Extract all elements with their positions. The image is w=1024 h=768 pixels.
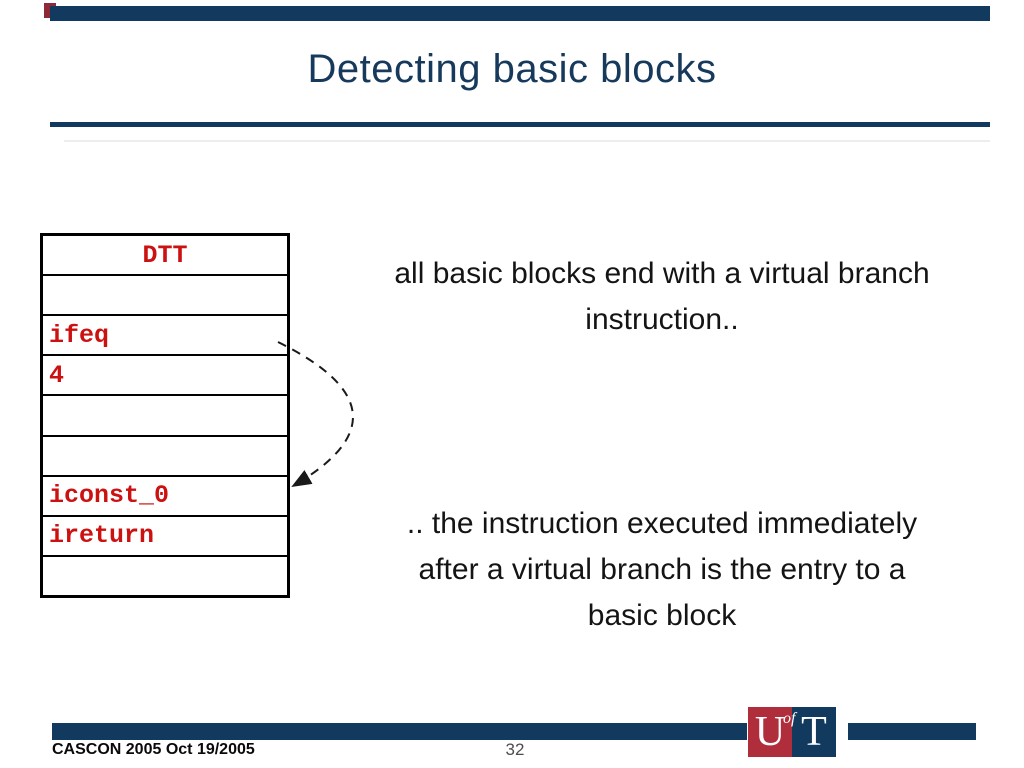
paragraph-line: all basic blocks end with a virtual bran… — [394, 257, 930, 290]
logo-letter-u: U — [754, 709, 786, 755]
table-row — [43, 276, 287, 317]
slide-title: Detecting basic blocks — [307, 47, 717, 91]
top-accent-bar — [50, 6, 990, 21]
table-row: ireturn — [43, 517, 287, 557]
table-row: ifeq — [43, 316, 287, 357]
page-number: 32 — [505, 740, 525, 759]
cell-label: ifeq — [49, 320, 110, 350]
body-paragraph-top: all basic blocks end with a virtual bran… — [312, 251, 1012, 343]
logo-t-square: T — [792, 707, 836, 757]
title-underline-shadow — [64, 140, 990, 142]
footer-bar-left — [52, 723, 747, 740]
title-underline-rule — [50, 122, 990, 127]
table-row — [43, 557, 287, 595]
cell-label: iconst_0 — [49, 481, 170, 511]
cell-label: ireturn — [49, 521, 155, 551]
paragraph-line: .. the instruction executed immediately — [406, 507, 918, 540]
logo-u-square: U — [748, 707, 792, 757]
logo-letter-t: T — [801, 709, 827, 755]
cell-label: 4 — [49, 360, 65, 390]
paragraph-line: after a virtual branch is the entry to a — [418, 553, 906, 586]
table-row — [43, 396, 287, 437]
body-paragraph-bottom: .. the instruction executed immediately … — [312, 501, 1012, 639]
paragraph-line: instruction.. — [585, 303, 739, 336]
logo-of-text: of — [783, 710, 796, 727]
dtt-table: DTT ifeq 4 iconst_0 ireturn — [40, 233, 290, 598]
table-row — [43, 437, 287, 477]
dtt-header-row: DTT — [43, 236, 287, 277]
table-row: iconst_0 — [43, 477, 287, 517]
table-row: 4 — [43, 356, 287, 397]
paragraph-line: basic block — [587, 599, 737, 632]
footer-bar-right — [848, 723, 976, 740]
uoft-logo: U T of — [748, 707, 836, 757]
dtt-header-label: DTT — [142, 240, 188, 270]
footer-conference-label: CASCON 2005 Oct 19/2005 — [52, 741, 255, 758]
branch-arrow-icon — [277, 341, 354, 488]
